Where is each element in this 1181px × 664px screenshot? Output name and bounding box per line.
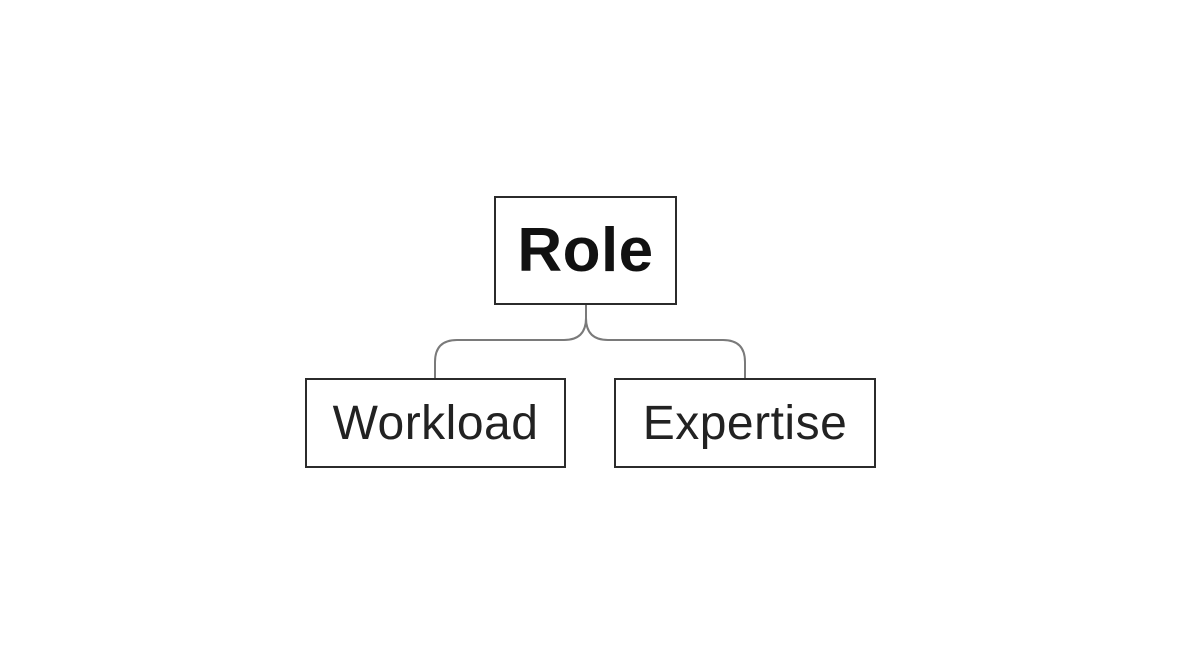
- child-node-label: Workload: [332, 396, 539, 450]
- root-node: Role: [494, 196, 677, 305]
- connector-root-to-workload: [434, 305, 587, 378]
- connector-root-to-expertise: [585, 305, 746, 378]
- root-node-label: Role: [517, 216, 654, 285]
- child-node-expertise: Expertise: [614, 378, 876, 468]
- child-node-label: Expertise: [642, 396, 848, 450]
- child-node-workload: Workload: [305, 378, 566, 468]
